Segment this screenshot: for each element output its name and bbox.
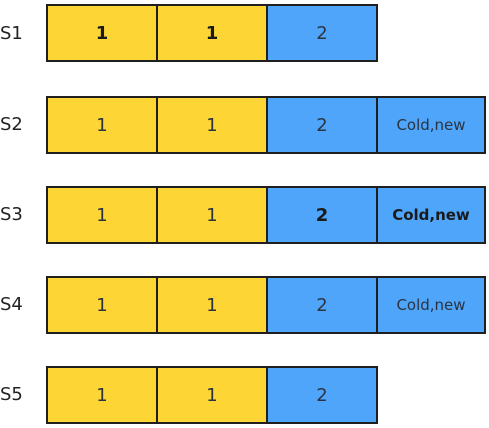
cell-s3-2: 1 xyxy=(156,186,268,244)
cell-s4-1: 1 xyxy=(46,276,158,334)
cell-s5-3-text: 2 xyxy=(316,384,328,406)
cell-s5-2-text: 1 xyxy=(206,384,218,406)
cell-s4-2: 1 xyxy=(156,276,268,334)
cell-s3-1: 1 xyxy=(46,186,158,244)
row-label-s4: S4 xyxy=(0,294,23,315)
cell-s5-2: 1 xyxy=(156,366,268,424)
cell-s1-3: 2 xyxy=(266,4,378,62)
cell-s3-3: 2 xyxy=(266,186,378,244)
cell-s5-1: 1 xyxy=(46,366,158,424)
cell-s4-4-text: Cold,new xyxy=(396,296,466,314)
cell-s2-3-text: 2 xyxy=(316,114,328,136)
row-label-s2: S2 xyxy=(0,114,23,135)
cell-s2-4-text: Cold,new xyxy=(396,116,466,134)
cell-s1-2: 1 xyxy=(156,4,268,62)
cell-s1-1: 1 xyxy=(46,4,158,62)
row-label-s1: S1 xyxy=(0,23,23,44)
cell-s1-3-text: 2 xyxy=(316,22,328,44)
cell-s3-2-text: 1 xyxy=(206,204,218,226)
cell-s4-1-text: 1 xyxy=(96,294,108,316)
row-label-s5: S5 xyxy=(0,384,23,405)
cell-s2-2-text: 1 xyxy=(206,114,218,136)
cell-s2-1: 1 xyxy=(46,96,158,154)
cell-s4-3: 2 xyxy=(266,276,378,334)
cell-s2-2: 1 xyxy=(156,96,268,154)
cell-s4-2-text: 1 xyxy=(206,294,218,316)
cell-s5-3: 2 xyxy=(266,366,378,424)
cell-s2-3: 2 xyxy=(266,96,378,154)
cell-s2-4: Cold,new xyxy=(376,96,486,154)
cell-s3-4-text: Cold,new xyxy=(392,206,470,224)
cell-s1-1-text: 1 xyxy=(95,22,109,44)
cell-s3-3-text: 2 xyxy=(315,204,329,226)
cell-s4-3-text: 2 xyxy=(316,294,328,316)
cell-s4-4: Cold,new xyxy=(376,276,486,334)
cell-s1-2-text: 1 xyxy=(205,22,219,44)
cell-s3-1-text: 1 xyxy=(96,204,108,226)
cell-s2-1-text: 1 xyxy=(96,114,108,136)
cell-s3-4: Cold,new xyxy=(376,186,486,244)
cell-s5-1-text: 1 xyxy=(96,384,108,406)
row-label-s3: S3 xyxy=(0,204,23,225)
